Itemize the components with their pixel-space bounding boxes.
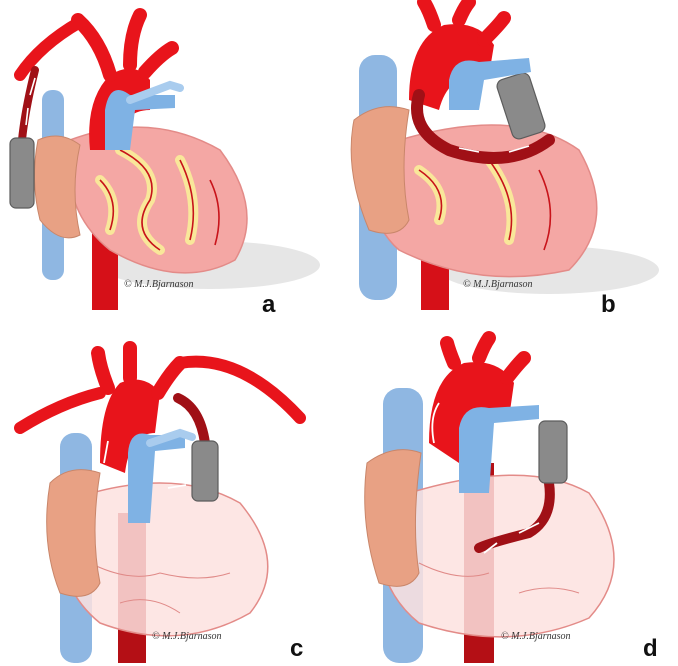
ventricles [67, 126, 248, 274]
aortic-branches [71, 8, 179, 82]
heart-illustration-a [9, 8, 320, 310]
outflow-graft [474, 478, 555, 553]
panel-label: b [601, 291, 616, 318]
heart-illustration-c [14, 341, 306, 663]
pulmonary-artery [128, 433, 185, 523]
coronary-arteries [418, 562, 580, 594]
aortic-arch [409, 24, 494, 111]
right-subclavian-artery [14, 16, 86, 81]
panel-label: a [262, 291, 276, 318]
pulmonary-branch [146, 428, 196, 447]
aortic-branches [417, 0, 511, 47]
right-atrium [350, 106, 410, 234]
ventricles [376, 474, 615, 638]
flow-arrows [431, 402, 540, 554]
copyright-credit: © M.J.Bjarnason [124, 279, 194, 290]
panel-c: © M.J.Bjarnason c [0, 333, 339, 666]
pump-device [9, 137, 35, 209]
heart-illustration-d [364, 331, 615, 663]
pulmonary-artery [459, 405, 539, 493]
panel-label: d [643, 635, 658, 662]
aortic-branches [440, 331, 531, 385]
outflow-graft [173, 393, 210, 448]
ventricles [57, 482, 269, 637]
subclavian-arteries [14, 355, 306, 434]
outflow-graft [18, 66, 39, 144]
flow-arrows [25, 77, 36, 126]
copyright-credit: © M.J.Bjarnason [152, 631, 222, 642]
outflow-graft [411, 89, 555, 164]
right-atrium [46, 469, 101, 597]
copyright-credit: © M.J.Bjarnason [501, 631, 571, 642]
flow-arrows [423, 107, 530, 153]
copyright-credit: © M.J.Bjarnason [463, 279, 533, 290]
right-atrium [33, 135, 81, 239]
coronary-arteries [418, 159, 552, 251]
ventricles [367, 124, 598, 278]
pump-device [538, 420, 568, 484]
panel-d: © M.J.Bjarnason d [339, 331, 678, 666]
pulmonary-artery [449, 58, 531, 110]
flow-arrows [103, 412, 196, 489]
panel-b: © M.J.Bjarnason b [339, 0, 678, 333]
heart-illustration-b [350, 0, 659, 310]
pulmonary-branch [126, 80, 184, 104]
panel-a: © M.J.Bjarnason a [0, 0, 339, 333]
pulmonary-artery [105, 90, 175, 150]
panel-label: c [290, 635, 304, 662]
coronary-arteries [99, 149, 220, 251]
pump-device [496, 72, 546, 140]
right-atrium [364, 449, 422, 587]
pump-device [191, 440, 219, 502]
coronary-arteries [89, 562, 231, 614]
aortic-arch [100, 379, 160, 473]
